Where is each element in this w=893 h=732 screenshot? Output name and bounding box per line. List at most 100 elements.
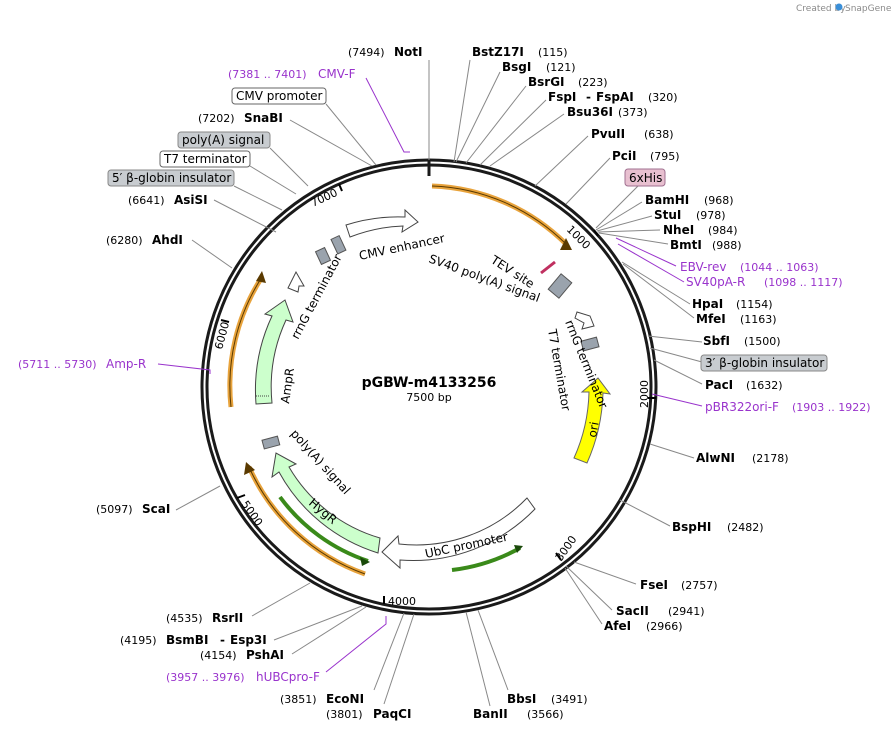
plasmid-name: pGBW-m4133256 [362,375,497,391]
primer-cmv-f-pos: (7381 .. 7401) [228,68,307,81]
site-hpai-name: HpaI [692,297,723,311]
site-bsrgi[interactable]: BsrGI (223) [528,75,608,89]
site-fsei[interactable]: FseI (2757) [640,578,718,592]
primer-hubcpro-f[interactable]: (3957 .. 3976) hUBCpro-F [166,670,320,684]
site-bbsi[interactable]: BbsI (3491) [507,692,588,706]
site-noti[interactable]: (7494) NotI [348,45,423,59]
site-rsrii-name: RsrII [212,611,243,625]
site-nhei[interactable]: NheI (984) [663,223,738,237]
site-bsmbi[interactable]: (4195) BsmBI - Esp3I [120,633,267,647]
site-fspi[interactable]: FspI - FspAI (320) [548,90,678,104]
site-pvuii-name: PvuII [591,127,625,141]
site-paqci[interactable]: (3801) PaqCI [326,707,411,721]
site-fspi-sep: - [586,90,591,104]
site-bsphi-name: BspHI [672,520,711,534]
tick-label-4000: 4000 [388,595,416,608]
site-hpai[interactable]: HpaI (1154) [692,297,773,311]
box-6xhis[interactable]: 6xHis [624,168,666,187]
site-bmti-name: BmtI [670,238,702,252]
leader-pshai [291,606,367,655]
site-esp3i-name: Esp3I [230,633,267,647]
site-bsgi[interactable]: BsgI (121) [502,60,576,74]
box-polya-signal[interactable]: poly(A) signal [177,131,271,149]
primer-sv40pa-r[interactable]: SV40pA-R (1098 .. 1117) [686,275,843,289]
t7-right-block [580,336,600,352]
leader-polya-signal [269,147,309,187]
label-rrng-left: rrnG terminator [288,252,344,342]
site-sacii[interactable]: SacII (2941) [616,604,705,618]
box-polya-signal-label: poly(A) signal [182,133,264,147]
site-bsrgi-name: BsrGI [528,75,565,89]
site-paci[interactable]: PacI (1632) [705,378,783,392]
plasmid-size: 7500 bp [406,391,451,404]
site-sbfi[interactable]: SbfI (1500) [703,334,781,348]
site-bmti[interactable]: BmtI (988) [670,238,742,252]
box-cmv-promoter[interactable]: CMV promoter [231,87,327,105]
site-paci-pos: (1632) [746,379,783,392]
primer-cmv-f[interactable]: (7381 .. 7401) CMV-F [228,67,356,81]
site-stui[interactable]: StuI (978) [654,208,726,222]
site-bsu36i-name: Bsu36I [567,105,613,119]
site-noti-name: NotI [394,45,423,59]
label-ubc-promoter: UbC promoter [424,530,509,561]
site-econi[interactable]: (3851) EcoNI [280,692,364,706]
site-bsgi-pos: (121) [546,61,576,74]
box-beta-globin-3-label: 3′ β-globin insulator [705,356,824,370]
site-scai[interactable]: (5097) ScaI [96,502,170,516]
site-sbfi-pos: (1500) [744,335,781,348]
primer-ebv-rev[interactable]: EBV-rev (1044 .. 1063) [680,260,819,274]
site-bsphi[interactable]: BspHI (2482) [672,520,764,534]
leader-primer-pbr322ori-f [651,393,703,407]
site-rsrii-pos: (4535) [166,612,203,625]
site-mfei[interactable]: MfeI (1163) [696,312,777,326]
site-afei[interactable]: AfeI (2966) [604,619,683,633]
site-pvuii[interactable]: PvuII (638) [591,127,674,141]
site-bsu36i[interactable]: Bsu36I (373) [567,105,648,119]
primer-ebv-rev-pos: (1044 .. 1063) [740,261,819,274]
site-bbsi-name: BbsI [507,692,536,706]
site-alwni[interactable]: AlwNI (2178) [696,451,789,465]
site-bamhi[interactable]: BamHI (968) [645,193,734,207]
leader-primer-sv40pa-r [617,243,685,283]
site-pshai[interactable]: (4154) PshAI [200,648,284,662]
cmv-enhancer-arrow [345,208,419,238]
primer-hubcpro-f-pos: (3957 .. 3976) [166,671,245,684]
box-t7-terminator[interactable]: T7 terminator [159,150,251,168]
site-bstz17i[interactable]: BstZ17I (115) [472,45,568,59]
site-ahdi[interactable]: (6280) AhdI [106,233,183,247]
site-pcii[interactable]: PciI (795) [612,149,680,163]
site-fspai-name: FspAI [596,90,634,104]
box-t7-terminator-label: T7 terminator [163,152,247,166]
orf-arc-left-arrow [256,271,266,283]
site-rsrii[interactable]: (4535) RsrII [166,611,243,625]
site-fspi-pos: (320) [648,91,678,104]
site-bstz17i-pos: (115) [538,46,568,59]
site-asisi[interactable]: (6641) AsiSI [128,193,208,207]
primer-amp-r[interactable]: (5711 .. 5730) Amp-R [18,357,146,371]
site-scai-name: ScaI [142,502,170,516]
site-banii[interactable]: BanII (3566) [473,707,564,721]
leader-mfei [622,263,695,319]
site-fsei-pos: (2757) [681,579,718,592]
site-bbsi-pos: (3491) [551,693,588,706]
site-hpai-pos: (1154) [736,298,773,311]
site-afei-pos: (2966) [646,620,683,633]
leader-ahdi [191,239,233,269]
box-beta-globin-5[interactable]: 5′ β-globin insulator [107,169,235,187]
box-beta-globin-3[interactable]: 3′ β-globin insulator [700,354,828,372]
site-snabi-pos: (7202) [198,112,235,125]
site-bsmbi-sep: - [220,633,225,647]
site-alwni-name: AlwNI [696,451,735,465]
primer-sv40pa-r-pos: (1098 .. 1117) [764,276,843,289]
rrng-right-arrow [574,311,595,330]
site-econi-name: EcoNI [326,692,364,706]
site-pcii-pos: (795) [650,150,680,163]
primer-pbr322ori-f[interactable]: pBR322ori-F (1903 .. 1922) [705,400,871,414]
orf-arc-hygr [278,495,369,563]
leader-rsrii [251,582,311,617]
site-sbfi-name: SbfI [703,334,730,348]
tev-site-mark [540,260,556,275]
primer-amp-r-name: Amp-R [106,357,146,371]
site-snabi[interactable]: (7202) SnaBI [198,111,283,125]
